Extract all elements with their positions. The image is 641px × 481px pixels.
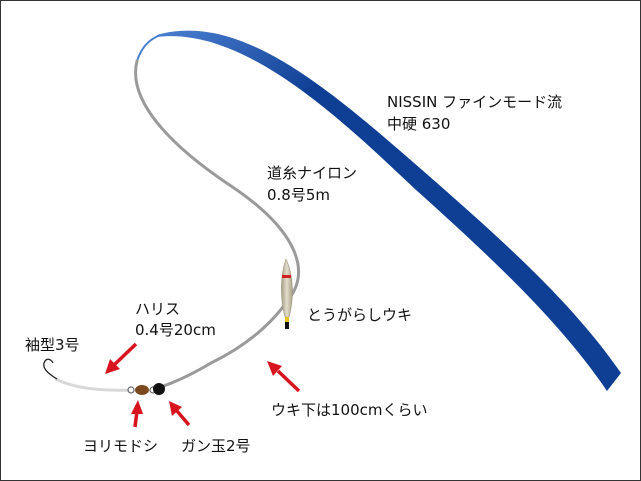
sinker-label: ガン玉2号	[181, 437, 251, 455]
arrow-float-depth	[267, 361, 301, 393]
mainline-label-line2: 0.8号5m	[267, 186, 331, 204]
leader-label-line1: ハリス	[135, 300, 181, 318]
float-depth-label: ウキ下は100cmくらい	[271, 401, 428, 419]
rod-label-line2: 中硬 630	[387, 115, 451, 133]
main-line	[134, 59, 300, 390]
arrow-sinker	[169, 401, 191, 427]
sinker-icon	[153, 383, 165, 395]
mainline-label-line1: 道糸ナイロン	[267, 164, 358, 182]
swivel-icon	[127, 385, 157, 395]
rod-tip	[136, 35, 159, 62]
arrow-swivel	[131, 400, 143, 428]
float-label: とうがらしウキ	[307, 306, 413, 324]
rod	[157, 30, 621, 391]
leader-line	[54, 377, 133, 392]
arrow-hook	[105, 342, 138, 374]
swivel-label: ヨリモドシ	[83, 437, 159, 455]
hook-label: 袖型3号	[25, 336, 80, 354]
hook-icon	[43, 358, 58, 380]
float-icon	[281, 258, 293, 329]
leader-label-line2: 0.4号20cm	[135, 321, 216, 339]
rod-label-line1: NISSIN ファインモード流	[387, 93, 563, 111]
